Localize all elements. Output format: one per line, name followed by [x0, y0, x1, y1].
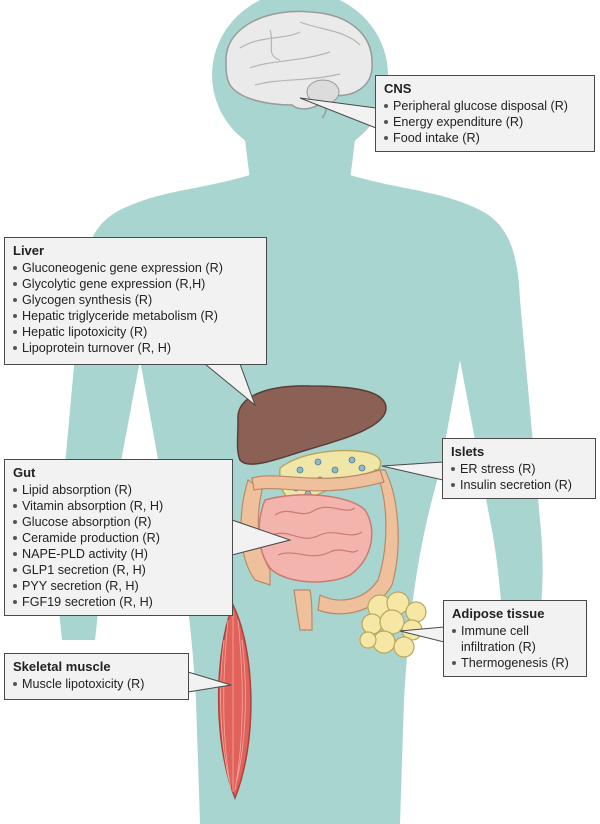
callout-title: Skeletal muscle: [13, 659, 111, 674]
colon-illustration: [240, 469, 399, 615]
callout-item: PYY secretion (R, H): [13, 578, 223, 594]
callout-item: NAPE-PLD activity (H): [13, 546, 223, 562]
liver-callout: Liver Gluconeogenic gene expression (R) …: [4, 237, 267, 365]
cns-callout: CNS Peripheral glucose disposal (R) Ener…: [375, 75, 595, 152]
skeletal-muscle-illustration: [217, 603, 252, 801]
callout-item: Hepatic triglyceride metabolism (R): [13, 308, 257, 324]
adipose-callout: Adipose tissue Immune cell infiltration …: [443, 600, 587, 677]
liver-illustration: [236, 385, 387, 465]
small-intestine-illustration: [258, 494, 373, 583]
callout-item: Ceramide production (R): [13, 530, 223, 546]
callout-item: Energy expenditure (R): [384, 114, 585, 130]
callout-item: Glucose absorption (R): [13, 514, 223, 530]
callout-title: CNS: [384, 81, 412, 96]
callout-item: Muscle lipotoxicity (R): [13, 676, 179, 692]
callout-item: Insulin secretion (R): [451, 477, 586, 493]
rectum-illustration: [293, 589, 313, 631]
callout-item: GLP1 secretion (R, H): [13, 562, 223, 578]
callout-item: FGF19 secretion (R, H): [13, 594, 223, 610]
callout-item: ER stress (R): [451, 461, 586, 477]
callout-title: Gut: [13, 465, 36, 480]
callout-title: Islets: [451, 444, 485, 459]
islets-callout: Islets ER stress (R) Insulin secretion (…: [442, 438, 596, 499]
callout-item: Peripheral glucose disposal (R): [384, 98, 585, 114]
colon-transverse: [251, 469, 385, 492]
gut-callout: Gut Lipid absorption (R) Vitamin absorpt…: [4, 459, 233, 616]
callout-title: Adipose tissue: [452, 606, 545, 621]
callout-item: Glycolytic gene expression (R,H): [13, 276, 257, 292]
callout-item: Lipid absorption (R): [13, 482, 223, 498]
callout-item: Lipoprotein turnover (R, H): [13, 340, 257, 356]
callout-item: Food intake (R): [384, 130, 585, 146]
adipose-illustration: [359, 591, 427, 658]
callout-item: Thermogenesis (R): [452, 655, 577, 671]
callout-item: Glycogen synthesis (R): [13, 292, 257, 308]
callout-item: Gluconeogenic gene expression (R): [13, 260, 257, 276]
callout-item: Vitamin absorption (R, H): [13, 498, 223, 514]
callout-title: Liver: [13, 243, 45, 258]
callout-item: Immune cell infiltration (R): [452, 623, 577, 655]
callout-item: Hepatic lipotoxicity (R): [13, 324, 257, 340]
skeletal-muscle-callout: Skeletal muscle Muscle lipotoxicity (R): [4, 653, 189, 700]
